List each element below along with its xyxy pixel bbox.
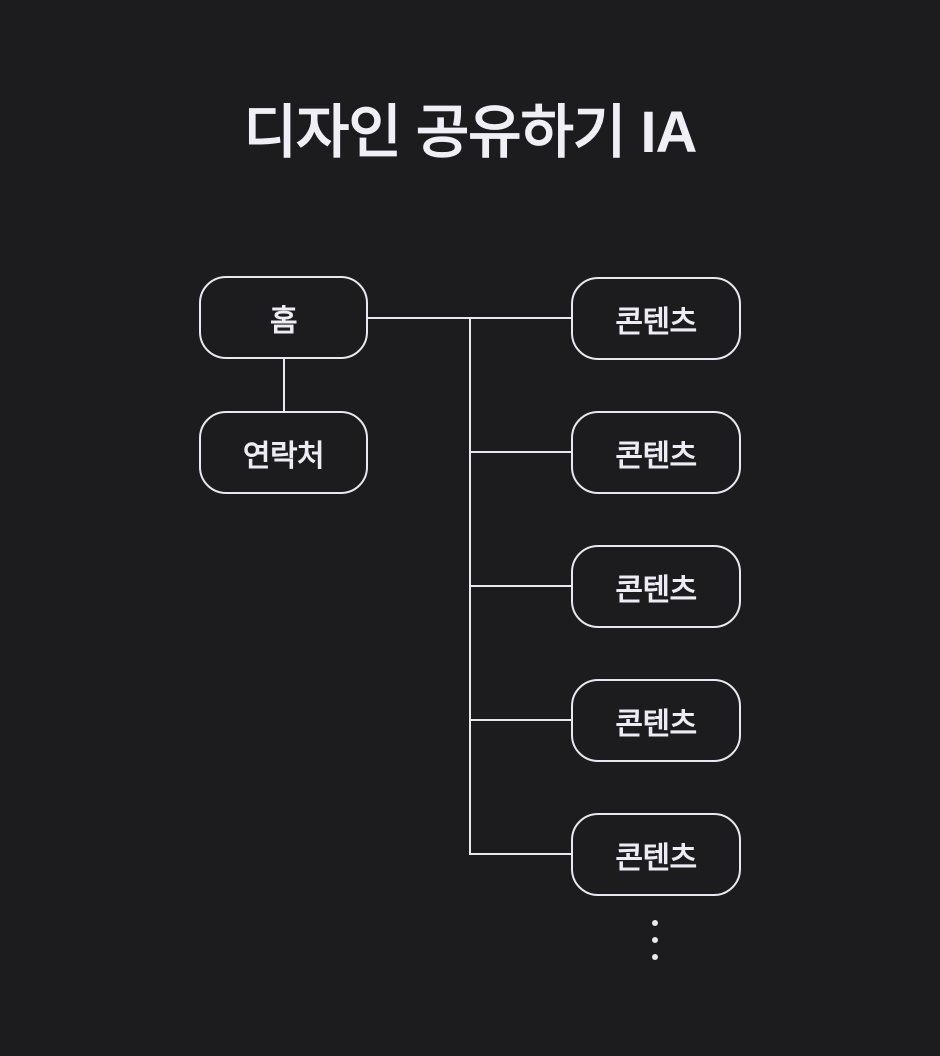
more-content-ellipsis (652, 920, 658, 960)
ellipsis-dot (652, 954, 658, 960)
ellipsis-dot (652, 937, 658, 943)
node-content-5: 콘텐츠 (571, 813, 741, 896)
node-contact-label: 연락처 (242, 439, 325, 473)
connector-branch-content-3 (470, 585, 571, 587)
node-content-label: 콘텐츠 (615, 439, 697, 473)
node-content-4: 콘텐츠 (571, 679, 741, 762)
node-content-2: 콘텐츠 (571, 411, 741, 494)
connector-branch-content-4 (470, 719, 571, 721)
ellipsis-dot (652, 920, 658, 926)
node-home-label: 홈 (269, 304, 298, 338)
node-home: 홈 (199, 276, 368, 359)
node-content-label: 콘텐츠 (615, 573, 697, 607)
connector-branch-content-2 (470, 451, 571, 453)
connector-branch-content-5 (470, 853, 571, 855)
node-content-1: 콘텐츠 (571, 277, 741, 360)
node-content-label: 콘텐츠 (615, 841, 697, 875)
node-content-label: 콘텐츠 (615, 707, 697, 741)
node-contact: 연락처 (199, 411, 368, 494)
node-content-3: 콘텐츠 (571, 545, 741, 628)
node-content-label: 콘텐츠 (615, 305, 697, 339)
connector-home-to-contact (283, 359, 285, 411)
page-title: 디자인 공유하기 IA (243, 100, 698, 165)
